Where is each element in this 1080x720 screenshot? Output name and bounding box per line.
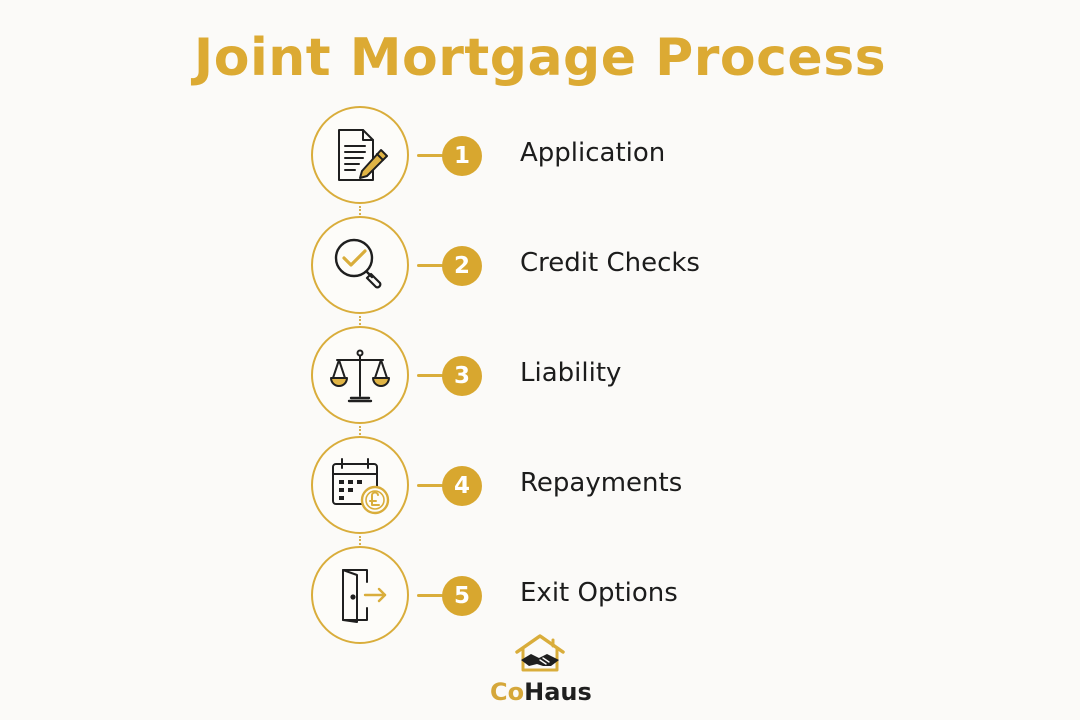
- step-icon-circle: [311, 546, 409, 644]
- step-connector-dash: [417, 264, 443, 267]
- connector-line: [359, 426, 361, 438]
- step-label: Application: [520, 138, 666, 168]
- step-connector-dash: [417, 484, 443, 487]
- step-number-badge: 5: [442, 576, 482, 616]
- step-label: Liability: [520, 358, 622, 388]
- connector-line: [359, 316, 361, 328]
- step-credit-checks: 2 Credit Checks: [311, 216, 871, 316]
- step-connector-dash: [417, 154, 443, 157]
- balance-scale-icon: [330, 349, 390, 403]
- house-handshake-icon: [515, 634, 565, 672]
- step-label: Exit Options: [520, 578, 678, 608]
- step-label: Credit Checks: [520, 248, 700, 278]
- step-application: 1 Application: [311, 106, 871, 206]
- connector-line: [359, 536, 361, 548]
- step-icon-circle: [311, 436, 409, 534]
- step-label: Repayments: [520, 468, 683, 498]
- step-number-badge: 2: [442, 246, 482, 286]
- brand-name: CoHaus: [490, 678, 592, 706]
- step-number-badge: 1: [442, 136, 482, 176]
- door-exit-icon: [342, 569, 387, 623]
- brand-name-part1: Co: [490, 678, 525, 706]
- step-number-badge: 4: [442, 466, 482, 506]
- step-icon-circle: [311, 216, 409, 314]
- connector-line: [359, 206, 361, 218]
- step-number-badge: 3: [442, 356, 482, 396]
- step-liability: 3 Liability: [311, 326, 871, 426]
- step-connector-dash: [417, 594, 443, 597]
- step-icon-circle: [311, 326, 409, 424]
- brand-name-part2: Haus: [524, 678, 592, 706]
- step-exit-options: 5 Exit Options: [311, 546, 871, 646]
- page-title: Joint Mortgage Process: [193, 28, 887, 88]
- calendar-pound-icon: [332, 458, 390, 515]
- step-connector-dash: [417, 374, 443, 377]
- magnifier-check-icon: [334, 238, 382, 289]
- step-icon-circle: [311, 106, 409, 204]
- document-pencil-icon: [338, 129, 388, 181]
- cohaus-logo: CoHaus: [490, 632, 592, 712]
- step-repayments: 4 Repayments: [311, 436, 871, 536]
